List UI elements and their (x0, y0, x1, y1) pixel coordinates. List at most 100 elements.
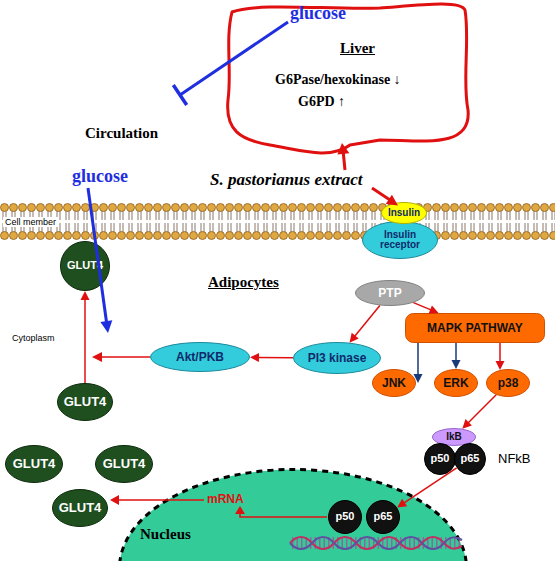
mapk-oval: ERK (434, 369, 478, 397)
glut4-oval: GLUT4 (57, 383, 113, 421)
arrow-head (462, 419, 472, 429)
liver-inhibition (173, 22, 288, 105)
subunit-circle: p65 (454, 443, 486, 475)
node-text: MAPK PATHWAY (427, 322, 523, 335)
nucleus-ellipse: Nucleus p50 p65 (118, 468, 468, 561)
node-text: PI3 kinase (308, 352, 367, 365)
node-text: p50 (431, 453, 450, 465)
node-label-box: Insulin (381, 202, 427, 224)
glut4-oval: GLUT4 (52, 489, 108, 527)
node-label-box: PI3 kinase (293, 342, 381, 374)
node-label-box: Akt/PKB (150, 342, 250, 372)
arrow-head (496, 361, 505, 370)
node-label-box: PTP (355, 280, 425, 306)
signal-arrow (462, 395, 496, 429)
cell-type-label: Adipocytes (208, 274, 279, 291)
node-label-box: GLUT4 (95, 445, 153, 483)
node-label-box: GLUT4 (5, 445, 63, 483)
node-text: ERK (443, 377, 468, 390)
liver-outline: glucoseLiverG6Pase/hexokinase ↓ G6PD ↑ (220, 0, 475, 165)
mapk-oval: JNK (372, 369, 416, 397)
node-label-box: p65 (454, 443, 486, 475)
node-label-box: Insulin receptor (362, 221, 438, 259)
region-label: Circulation (85, 125, 158, 142)
node-label-box: p50 (424, 443, 456, 475)
signal-arrow (452, 343, 461, 369)
arrow-head (250, 353, 259, 362)
connector-line (403, 468, 457, 504)
insulin-oval: Insulin (381, 202, 427, 224)
connector-line (354, 305, 380, 337)
node-text: Nucleus (140, 526, 191, 543)
arrow-head (452, 360, 461, 369)
node-text: p65 (374, 511, 393, 523)
signal-arrow (414, 343, 423, 383)
node-text: GLUT4 (64, 395, 107, 409)
node-label-box: GLUT4 (57, 383, 113, 421)
node-label-box: JNK (372, 369, 416, 397)
node-text: GLUT4 (13, 457, 56, 471)
pathway-box: MAPK PATHWAY (405, 313, 545, 343)
extract-insulin-arrow (372, 188, 398, 206)
node-text: p50 (336, 511, 355, 523)
molecule-label: mRNA (207, 492, 244, 506)
glut4-oval: GLUT4 (5, 445, 63, 483)
kinase-oval: Akt/PKB (150, 342, 250, 372)
node-text: G6Pase/hexokinase ↓ (275, 72, 401, 88)
subunit-circle: p50 (424, 443, 456, 475)
arrow-head (81, 291, 90, 300)
node-text: G6PD ↑ (298, 94, 345, 110)
node-label-box: p38 (486, 369, 530, 397)
glut4-oval: GLUT4 (95, 445, 153, 483)
node-label-box: GLUT4 (52, 489, 108, 527)
node-text: Insulin receptor (367, 230, 433, 251)
node-text: Akt/PKB (176, 351, 224, 364)
signal-arrow (397, 468, 457, 508)
connector-line (467, 395, 496, 424)
connector-line (455, 343, 457, 362)
signal-arrow (496, 343, 505, 370)
treatment-label: S. pastorianus extract (210, 170, 363, 190)
signal-arrow (81, 291, 90, 383)
arrow-head (397, 499, 407, 508)
akt-arrow (92, 352, 150, 362)
molecule-label: glucose (72, 166, 128, 187)
region-label: Cytoplasm (12, 333, 55, 343)
signal-arrow (250, 353, 293, 362)
node-text: p38 (498, 377, 519, 390)
connector-line (417, 343, 419, 376)
glut4-circle: GLUT4 (60, 241, 110, 291)
node-label-box: GLUT4 (60, 241, 110, 291)
node-text: Liver (340, 40, 375, 57)
node-text: JNK (382, 377, 406, 390)
node-label-box: p50 (328, 500, 362, 534)
node-text: p65 (461, 453, 480, 465)
node-text: IkB (446, 432, 462, 443)
node-text: PTP (378, 287, 401, 300)
node-label-box: p65 (366, 500, 400, 534)
node-text: GLUT4 (59, 501, 102, 515)
ptp-oval: PTP (355, 280, 425, 306)
mapk-oval: p38 (486, 369, 530, 397)
node-text: Insulin (388, 208, 420, 219)
node-text: glucose (290, 3, 346, 24)
node-text: GLUT4 (67, 260, 103, 272)
node-label-box: MAPK PATHWAY (405, 313, 545, 343)
node-text: GLUT4 (103, 457, 146, 471)
receptor-oval: Insulin receptor (362, 221, 438, 259)
kinase-oval: PI3 kinase (293, 342, 381, 374)
subunit-circle: p50 (328, 500, 362, 534)
arrow-head (350, 333, 359, 343)
arrow-head (429, 305, 439, 313)
connector-line (499, 343, 501, 363)
signal-arrow (350, 305, 380, 342)
node-label-box: ERK (434, 369, 478, 397)
membrane-label: Cell member (3, 217, 58, 227)
signal-arrow (413, 303, 438, 314)
node-outline (118, 468, 468, 561)
connector-line (257, 357, 293, 359)
subunit-circle: p65 (366, 500, 400, 534)
complex-label: NFkB (498, 451, 531, 466)
connector-line (413, 303, 432, 311)
